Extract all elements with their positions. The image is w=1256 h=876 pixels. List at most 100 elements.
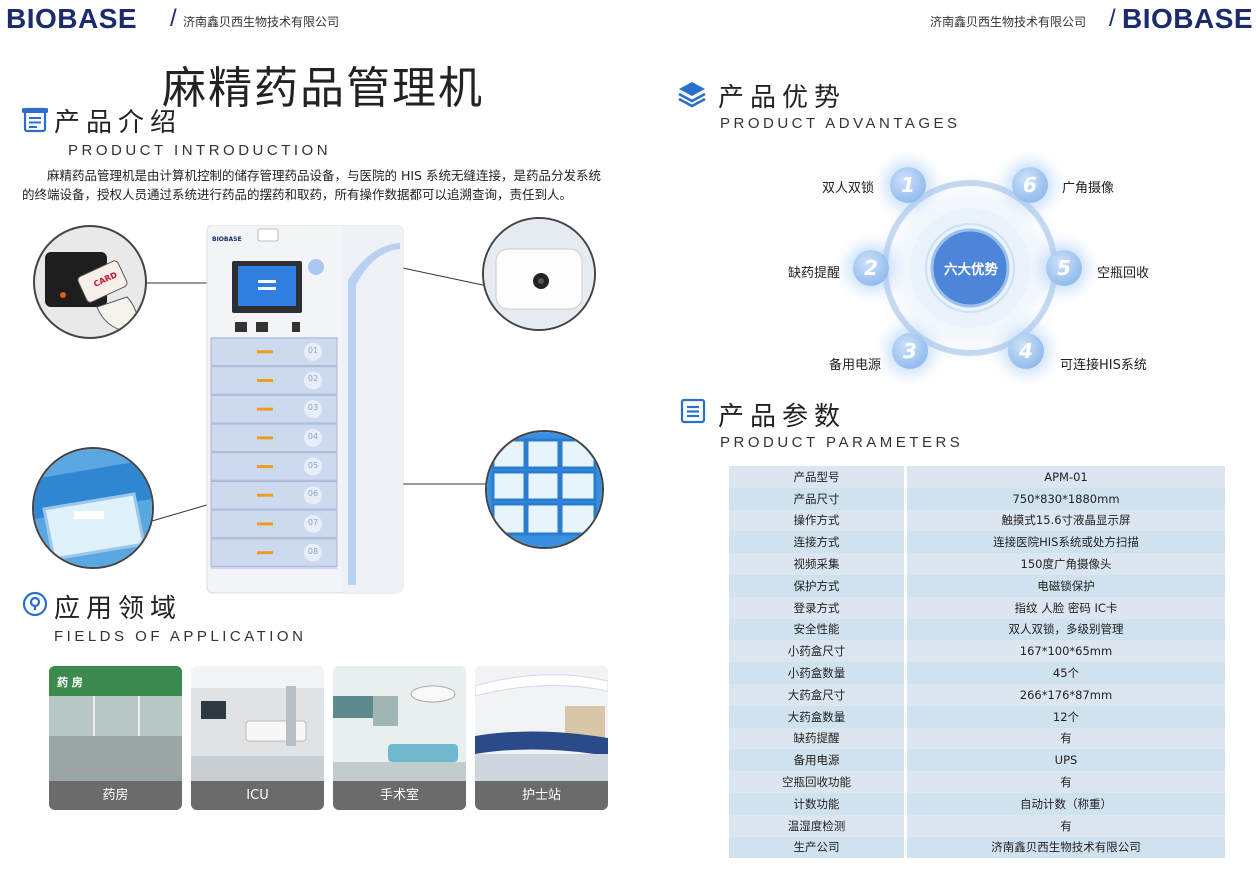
large-drawer-callout	[485, 430, 604, 549]
table-row: 登录方式指纹 人脸 密码 IC卡	[729, 596, 1225, 619]
table-row: 计数功能自动计数（称重）	[729, 792, 1225, 815]
advantage-label-1: 双人双锁	[822, 181, 875, 196]
param-key: 大药盒尺寸	[729, 683, 907, 706]
param-value: 150度广角摄像头	[905, 553, 1225, 575]
param-value: 自动计数（称重）	[905, 792, 1225, 815]
param-value: 济南鑫贝西生物技术有限公司	[905, 836, 1225, 859]
photo-caption: 药房	[49, 781, 182, 810]
param-value: 电磁锁保护	[905, 574, 1225, 597]
param-key: 备用电源	[729, 749, 907, 772]
param-key: 生产公司	[729, 836, 907, 859]
drawer-handle	[257, 436, 273, 440]
photo-caption: 护士站	[475, 781, 608, 810]
drawer-number: 07	[307, 517, 319, 527]
drawer-number-badge	[304, 457, 322, 476]
document-icon	[22, 106, 48, 138]
drawer-number: 01	[307, 345, 319, 355]
photo-caption: 手术室	[333, 781, 466, 810]
company-name-left: 济南鑫贝西生物技术有限公司	[183, 15, 340, 29]
param-key: 大药盒数量	[729, 705, 907, 728]
param-value: 266*176*87mm	[905, 683, 1225, 706]
param-key: 登录方式	[729, 596, 907, 619]
param-key: 温湿度检测	[729, 814, 907, 837]
advantage-label-2: 缺药提醒	[788, 266, 841, 281]
application-subtitle: FIELDS OF APPLICATION	[54, 628, 307, 645]
parameters-title: 产品参数	[718, 402, 847, 432]
intro-subtitle: PRODUCT INTRODUCTION	[68, 142, 332, 159]
param-value: 指纹 人脸 密码 IC卡	[905, 596, 1225, 619]
param-key: 缺药提醒	[729, 727, 907, 750]
advantages-title: 产品优势	[718, 83, 847, 113]
drawer-number: 03	[307, 403, 319, 413]
param-key: 保护方式	[729, 574, 907, 597]
advantage-node-4: 4	[1008, 333, 1044, 369]
photo-nurse-station: 护士站	[475, 666, 608, 810]
drawer-handle	[257, 551, 273, 555]
param-value: 双人双锁，多级别管理	[905, 618, 1225, 641]
param-value: 触摸式15.6寸液晶显示屏	[905, 509, 1225, 532]
small-drawer-callout	[32, 447, 154, 569]
photo-caption: ICU	[191, 781, 324, 810]
advantage-node-6: 6	[1012, 167, 1048, 203]
drawer-number-badge	[304, 428, 322, 447]
application-title: 应用领域	[54, 594, 183, 624]
param-value: 750*830*1880mm	[905, 487, 1225, 510]
drawer-number: 08	[307, 546, 319, 556]
brand-separator: /	[170, 5, 177, 32]
advantages-subtitle: PRODUCT ADVANTAGES	[720, 115, 961, 132]
param-key: 安全性能	[729, 618, 907, 641]
table-row: 操作方式触摸式15.6寸液晶显示屏	[729, 509, 1225, 532]
advantage-node-2: 2	[853, 250, 889, 286]
param-key: 产品尺寸	[729, 487, 907, 510]
table-row: 温湿度检测有	[729, 814, 1225, 837]
param-value: 167*100*65mm	[905, 640, 1225, 663]
device-brand-label: BIOBASE	[212, 236, 242, 243]
page-title: 麻精药品管理机	[162, 63, 484, 114]
photo-operating-room: 手术室	[333, 666, 466, 810]
brand-logo-left: BIOBASE	[6, 3, 138, 34]
drawer-handle	[257, 378, 273, 382]
table-row: 安全性能双人双锁，多级别管理	[729, 618, 1225, 641]
advantage-label-5: 空瓶回收	[1097, 266, 1150, 281]
photo-icu: ICU	[191, 666, 324, 810]
intro-title: 产品介绍	[54, 108, 183, 138]
pharmacy-sign: 药 房	[57, 676, 83, 689]
param-key: 计数功能	[729, 792, 907, 815]
drawer-handle	[257, 493, 273, 497]
param-key: 视频采集	[729, 553, 907, 575]
param-key: 产品型号	[729, 466, 907, 488]
drawer-handle	[257, 522, 273, 526]
param-key: 小药盒尺寸	[729, 640, 907, 663]
company-name-right: 济南鑫贝西生物技术有限公司	[930, 15, 1087, 29]
drawer-number-badge	[304, 486, 322, 505]
param-value: APM-01	[905, 466, 1225, 488]
advantage-node-3: 3	[892, 333, 928, 369]
drawer-number-badge	[304, 400, 322, 419]
drawer-number-badge	[304, 514, 322, 533]
brand-logo-right: BIOBASE	[1122, 3, 1254, 34]
param-key: 小药盒数量	[729, 662, 907, 684]
drawer-number-badge	[304, 371, 322, 390]
param-value: 有	[905, 814, 1225, 837]
advantage-node-5: 5	[1046, 250, 1082, 286]
card-reader-callout: CARD	[33, 225, 147, 339]
table-row: 连接方式连接医院HIS系统或处方扫描	[729, 531, 1225, 554]
table-row: 缺药提醒有	[729, 727, 1225, 750]
parameters-subtitle: PRODUCT PARAMETERS	[720, 434, 964, 451]
layers-icon	[677, 80, 707, 112]
list-icon	[680, 398, 706, 428]
param-key: 连接方式	[729, 531, 907, 554]
drawer-number-badge	[304, 543, 322, 562]
param-key: 空瓶回收功能	[729, 771, 907, 793]
advantage-label-3: 备用电源	[829, 358, 882, 373]
advantage-label-4: 可连接HIS系统	[1060, 358, 1147, 373]
param-value: 连接医院HIS系统或处方扫描	[905, 531, 1225, 554]
